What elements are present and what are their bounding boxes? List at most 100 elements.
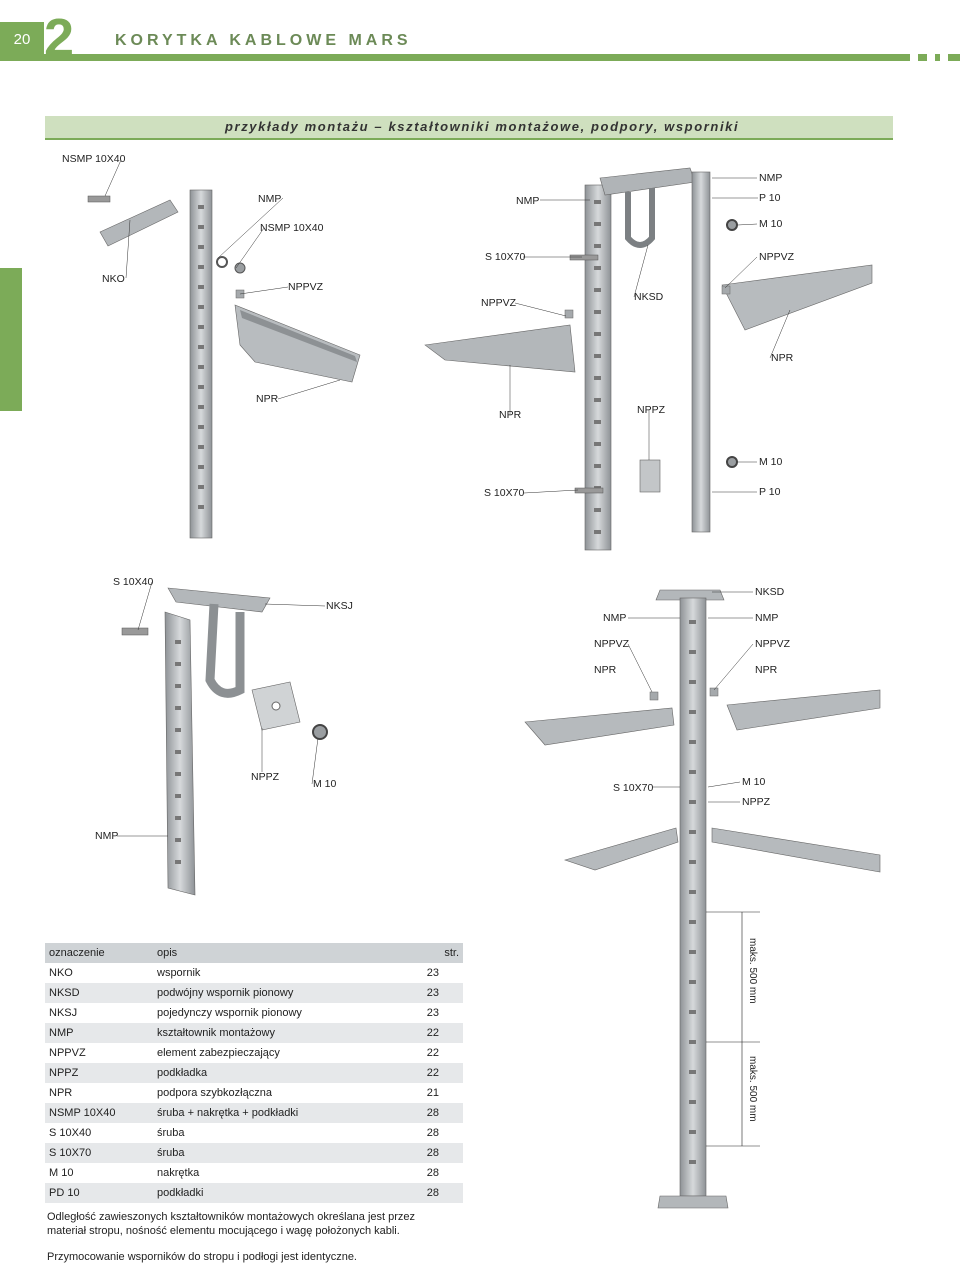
table-cell-code: NSMP 10X40 (45, 1103, 153, 1123)
table-cell-code: NKSD (45, 983, 153, 1003)
label-npr: NPR (755, 664, 778, 676)
table-cell-code: NMP (45, 1023, 153, 1043)
table-cell-code: NPPVZ (49, 1047, 86, 1059)
table-row: NPPVZ element zabezpieczający 22 (45, 1043, 463, 1063)
table-cell-description: wspornik (157, 967, 201, 979)
label-nmp: NMP (603, 612, 627, 624)
label-nksd: NKSD (755, 586, 785, 598)
section-banner-title: przykłady montażu – kształtowniki montaż… (225, 119, 740, 134)
label-nppvz: NPPVZ (755, 638, 791, 650)
dimension-label: maks. 500 mm (747, 938, 758, 1004)
table-cell-page: 28 (422, 1183, 463, 1203)
table-cell-code: M 10 (49, 1167, 74, 1179)
label-npr: NPR (771, 352, 794, 364)
table-cell-page: 28 (422, 1143, 463, 1163)
table-cell-code: PD 10 (45, 1183, 153, 1203)
label-nksd: NKSD (634, 291, 664, 303)
table-cell-description: kształtownik montażowy (153, 1023, 423, 1043)
table-cell-code: S 10X40 (49, 1127, 92, 1139)
table-cell-code: NKSJ (49, 1007, 78, 1019)
label-s-10x70: S 10X70 (613, 782, 654, 794)
label-nmp: NMP (516, 195, 540, 207)
table-header-row: oznaczenie opis str. (45, 943, 463, 963)
table-row: NKO wspornik 23 (45, 963, 463, 983)
header-square (940, 54, 948, 61)
label-nko: NKO (102, 273, 125, 285)
table-cell-code: NKO (49, 967, 73, 979)
table-row: M 10 nakrętka 28 (45, 1163, 463, 1183)
figure-2-double-bracket-wall (424, 184, 661, 551)
label-nsmp-10x40: NSMP 10X40 (260, 222, 324, 234)
label-m-10: M 10 (742, 776, 766, 788)
label-s-10x40: S 10X40 (113, 576, 154, 588)
table-header-code: oznaczenie (45, 943, 153, 963)
table-cell-page: 22 (422, 1063, 463, 1083)
page-number: 20 (0, 22, 44, 58)
table-cell-code: NPPZ (45, 1063, 153, 1083)
label-m-10: M 10 (759, 456, 783, 468)
table-cell-page: 23 (422, 983, 463, 1003)
table-cell-description: śruba (153, 1143, 423, 1163)
label-nksj: NKSJ (326, 600, 353, 612)
table-cell-description: podpora szybkozłączna (157, 1087, 272, 1099)
label-nppvz: NPPVZ (594, 638, 630, 650)
header-square (910, 54, 918, 61)
label-p-10: P 10 (759, 192, 781, 204)
label-npr: NPR (499, 409, 522, 421)
figure-1-wall-bracket (87, 189, 361, 539)
label-s-10x70: S 10X70 (484, 487, 525, 499)
label-npr: NPR (594, 664, 617, 676)
label-nmp: NMP (755, 612, 779, 624)
table-cell-page: 22 (422, 1023, 463, 1043)
leader-lines (104, 159, 791, 837)
label-nppvz: NPPVZ (288, 281, 324, 293)
label-s-10x70: S 10X70 (485, 251, 526, 263)
table-cell-description: nakrętka (157, 1167, 200, 1179)
label-nppvz: NPPVZ (759, 251, 795, 263)
table-cell-code: S 10X70 (45, 1143, 153, 1163)
label-nppz: NPPZ (637, 404, 666, 416)
note-line: Odległość zawieszonych kształtowników mo… (47, 1211, 416, 1223)
label-nsmp-10x40: NSMP 10X40 (62, 153, 126, 165)
dimension-label: maks. 500 mm (747, 1056, 758, 1122)
page-title: KORYTKA KABLOWE MARS (115, 32, 412, 49)
table-cell-description: śruba + nakrętka + podkładki (153, 1103, 423, 1123)
label-nppz: NPPZ (251, 771, 280, 783)
table-cell-description: podkładki (153, 1183, 423, 1203)
table-cell-code: NPR (49, 1087, 73, 1099)
table-header-page: str. (422, 943, 463, 963)
table-cell-page: 23 (426, 967, 439, 979)
figure-4-single-bracket (121, 587, 328, 896)
section-banner (45, 116, 893, 140)
table-cell-description: śruba (157, 1127, 185, 1139)
table-cell-page: 22 (426, 1047, 439, 1059)
label-nppvz: NPPVZ (481, 297, 517, 309)
label-nmp: NMP (759, 172, 783, 184)
table-cell-description: element zabezpieczający (157, 1047, 280, 1059)
label-m-10: M 10 (759, 218, 783, 230)
label-nmp: NMP (95, 830, 119, 842)
label-nmp: NMP (258, 193, 282, 205)
table-cell-description: podwójny wspornik pionowy (153, 983, 423, 1003)
table-cell-description: pojedynczy wspornik pionowy (157, 1007, 302, 1019)
note-line: Przymocowanie wsporników do stropu i pod… (47, 1251, 357, 1263)
label-nppz: NPPZ (742, 796, 771, 808)
header-rule (0, 54, 960, 61)
table-cell-description: podkładka (153, 1063, 423, 1083)
note-line: materiał stropu, nośność elementu mocują… (47, 1225, 400, 1237)
table-header-description: opis (153, 943, 423, 963)
label-p-10: P 10 (759, 486, 781, 498)
table-cell-page: 28 (426, 1167, 439, 1179)
label-npr: NPR (256, 393, 279, 405)
